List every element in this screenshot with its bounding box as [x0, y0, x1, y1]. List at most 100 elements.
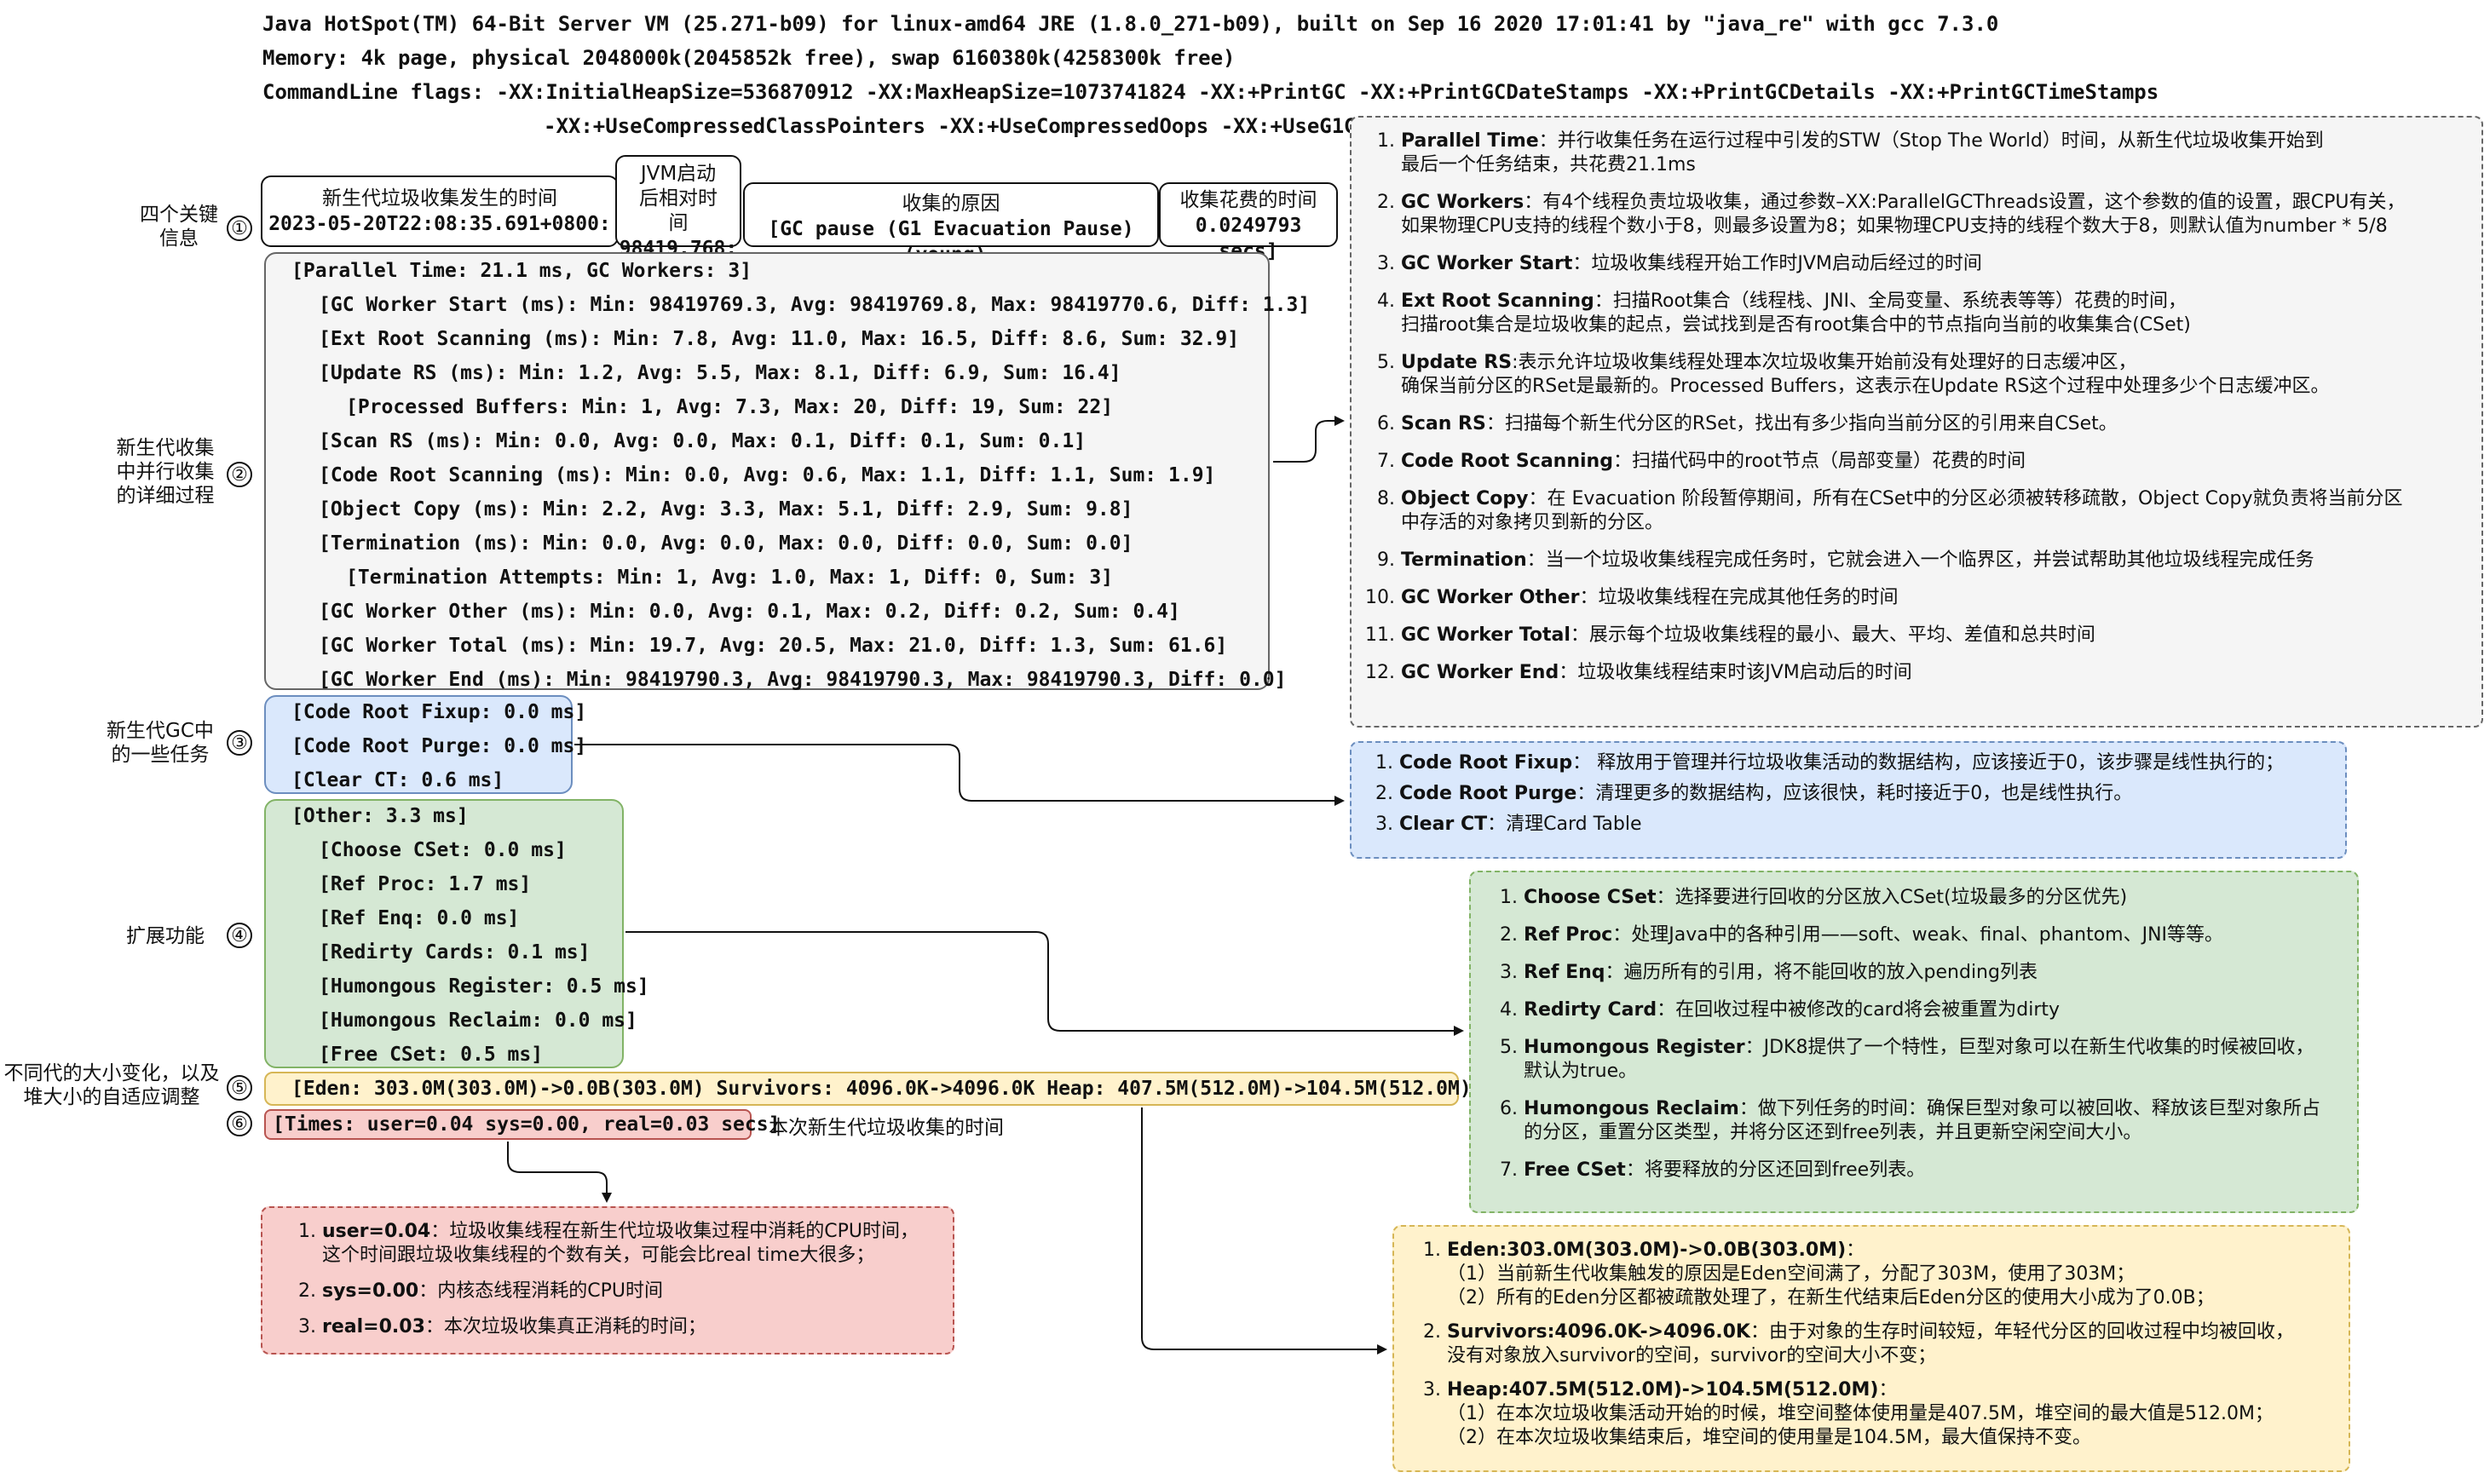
- note-term: Heap:407.5M(512.0M)->104.5M(512.0M): [1447, 1379, 1879, 1401]
- other-line: [Choose CSet: 0.0 ms]: [319, 839, 567, 861]
- header-line-1: Java HotSpot(TM) 64-Bit Server VM (25.27…: [262, 12, 1999, 36]
- note-item: user=0.04：垃圾收集线程在新生代垃圾收集过程中消耗的CPU时间， 这个时间…: [322, 1220, 953, 1268]
- key-info-cause: 收集的原因 [GC pause (G1 Evacuation Pause) (y…: [743, 182, 1159, 266]
- note-text: ：JDK8提供了一个特性，巨型对象可以在新生代收集的时候被回收，: [1744, 1037, 2314, 1058]
- note-item: real=0.03：本次垃圾收集真正消耗的时间；: [322, 1315, 953, 1339]
- note-text: ：遍历所有的引用，将不能回收的放入pending列表: [1605, 962, 2038, 983]
- key-info-duration: 收集花费的时间 0.0249793 secs]: [1159, 182, 1338, 262]
- header-line-4: -XX:+UseCompressedClassPointers -XX:+Use…: [544, 114, 1369, 138]
- note-item: GC Worker Start：垃圾收集线程开始工作时JVM启动后经过的时间: [1401, 252, 2481, 276]
- connector-other-to-notes: [625, 931, 1464, 1036]
- note-sub: （2）所有的Eden分区都被疏散处理了，在新生代结束后Eden分区的使用大小成为…: [1447, 1287, 2215, 1309]
- note-item: Free CSet：将要释放的分区还回到free列表。: [1524, 1159, 2357, 1182]
- note-term: user=0.04: [322, 1221, 431, 1242]
- note-item: Code Root Scanning：扫描代码中的root节点（局部变量）花费的…: [1401, 450, 2481, 474]
- note-term: Humongous Register: [1524, 1037, 1745, 1058]
- note-item: Code Root Purge：清理更多的数据结构，应该很快，耗时接近于0，也是…: [1399, 782, 2345, 806]
- other-line: [Humongous Reclaim: 0.0 ms]: [319, 1009, 637, 1032]
- other-line: [Redirty Cards: 0.1 ms]: [319, 941, 591, 963]
- note-text: ：: [1846, 1240, 1865, 1261]
- note-term: sys=0.00: [322, 1280, 419, 1302]
- note-term: Redirty Card: [1524, 999, 1657, 1021]
- note-item: GC Worker Other：垃圾收集线程在完成其他任务的时间: [1401, 586, 2481, 610]
- note-text-cont: 这个时间跟垃圾收集线程的个数有关，可能会比real time大很多；: [322, 1245, 875, 1266]
- section-number-4: ④: [227, 923, 252, 948]
- note-term: GC Worker Start: [1401, 253, 1573, 274]
- note-text: ：有4个线程负责垃圾收集，通过参数–XX:ParallelGCThreads设置…: [1524, 192, 2406, 213]
- note-text-cont: 最后一个任务结束，共花费21.1ms: [1401, 154, 1696, 175]
- parallel-line: [Processed Buffers: Min: 1, Avg: 7.3, Ma…: [346, 396, 1114, 418]
- note-item: Heap:407.5M(512.0M)->104.5M(512.0M)： （1）…: [1447, 1378, 2349, 1450]
- note-text: ：选择要进行回收的分区放入CSet(垃圾最多的分区优先): [1656, 887, 2128, 908]
- note-item: Ref Enq：遍历所有的引用，将不能回收的放入pending列表: [1524, 961, 2357, 985]
- note-item: GC Worker End：垃圾收集线程结束时该JVM启动后的时间: [1401, 661, 2481, 685]
- note-term: Update RS: [1401, 352, 1513, 373]
- note-term: Scan RS: [1401, 413, 1486, 434]
- note-sub: （1）当前新生代收集触发的原因是Eden空间满了，分配了303M，使用了303M…: [1447, 1263, 2136, 1285]
- note-text: ：: [1878, 1379, 1898, 1401]
- note-item: sys=0.00：内核态线程消耗的CPU时间: [322, 1280, 953, 1303]
- parallel-line: [Object Copy (ms): Min: 2.2, Avg: 3.3, M…: [319, 498, 1133, 521]
- note-item: GC Workers：有4个线程负责垃圾收集，通过参数–XX:ParallelG…: [1401, 191, 2481, 239]
- note-term: real=0.03: [322, 1316, 425, 1337]
- note-term: GC Worker End: [1401, 662, 1559, 683]
- section-label-2: 新生代收集中并行收集的详细过程: [116, 437, 215, 507]
- parallel-line: [GC Worker Other (ms): Min: 0.0, Avg: 0.…: [319, 601, 1180, 623]
- note-term: Free CSet: [1524, 1159, 1626, 1181]
- note-text: ：扫描Root集合（线程栈、JNI、全局变量、系统表等等）花费的时间，: [1594, 290, 2187, 312]
- section-number-2: ②: [227, 462, 252, 487]
- note-text: ：清理Card Table: [1487, 814, 1642, 835]
- other-line: [Free CSet: 0.5 ms]: [319, 1044, 544, 1066]
- task-line: [Code Root Fixup: 0.0 ms]: [291, 701, 587, 723]
- parallel-line: [Update RS (ms): Min: 1.2, Avg: 5.5, Max…: [319, 362, 1121, 384]
- note-term: Survivors:4096.0K->4096.0K: [1447, 1321, 1750, 1343]
- note-term: Code Root Scanning: [1401, 451, 1613, 472]
- parallel-line: [GC Worker Total (ms): Min: 19.7, Avg: 2…: [319, 635, 1228, 657]
- section-number-1: ①: [227, 216, 252, 241]
- parallel-line: [Termination (ms): Min: 0.0, Avg: 0.0, M…: [319, 532, 1133, 555]
- note-item: GC Worker Total：展示每个垃圾收集线程的最小、最大、平均、差值和总…: [1401, 624, 2481, 647]
- note-term: Humongous Reclaim: [1524, 1098, 1739, 1119]
- note-text: :表示允许垃圾收集线程处理本次垃圾收集开始前没有处理好的日志缓冲区，: [1512, 352, 2137, 373]
- note-item: Clear CT：清理Card Table: [1399, 813, 2345, 837]
- note-item: Survivors:4096.0K->4096.0K：由于对象的生存时间较短，年…: [1447, 1320, 2349, 1368]
- note-sub: （2）在本次垃圾收集结束后，堆空间的使用量是104.5M，最大值保持不变。: [1447, 1427, 2091, 1448]
- section-label-1: 四个关键信息: [140, 204, 218, 250]
- section-number-3: ③: [227, 730, 252, 756]
- note-text: ：在 Evacuation 阶段暂停期间，所有在CSet中的分区必须被转移疏散，…: [1528, 488, 2403, 509]
- parallel-notes: Parallel Time：并行收集任务在运行过程中引发的STW（Stop Th…: [1350, 116, 2483, 728]
- parallel-line: [GC Worker End (ms): Min: 98419790.3, Av…: [319, 669, 1287, 691]
- note-text: ：内核态线程消耗的CPU时间: [418, 1280, 663, 1302]
- note-text: ：清理更多的数据结构，应该很快，耗时接近于0，也是线性执行。: [1576, 783, 2133, 804]
- note-text: ：展示每个垃圾收集线程的最小、最大、平均、差值和总共时间: [1570, 624, 2095, 646]
- note-item: Termination：当一个垃圾收集线程完成任务时，它就会进入一个临界区，并尝…: [1401, 549, 2481, 572]
- section-number-6: ⑥: [227, 1111, 252, 1136]
- note-term: Choose CSet: [1524, 887, 1657, 908]
- section-number-5: ⑤: [227, 1075, 252, 1101]
- tasks-notes: Code Root Fixup： 释放用于管理并行垃圾收集活动的数据结构，应该接…: [1350, 741, 2347, 859]
- times-caption: 本次新生代垃圾收集的时间: [769, 1117, 1004, 1139]
- note-text: ：在回收过程中被修改的card将会被重置为dirty: [1657, 999, 2061, 1021]
- note-text-cont: 的分区，重置分区类型，并将分区还到free列表，并且更新空闲空间大小。: [1524, 1122, 2142, 1143]
- key-info-title: JVM启动后相对时间: [639, 163, 718, 234]
- times-notes: user=0.04：垃圾收集线程在新生代垃圾收集过程中消耗的CPU时间， 这个时间…: [261, 1206, 954, 1355]
- note-term: GC Worker Other: [1401, 587, 1580, 608]
- connector-parallel-to-notes: [1273, 416, 1345, 463]
- note-term: Parallel Time: [1401, 130, 1539, 152]
- note-text: ：并行收集任务在运行过程中引发的STW（Stop The World）时间，从新…: [1538, 130, 2324, 152]
- note-term: Code Root Fixup: [1399, 752, 1573, 774]
- task-line: [Clear CT: 0.6 ms]: [291, 769, 504, 791]
- note-text: ：垃圾收集线程在新生代垃圾收集过程中消耗的CPU时间，: [430, 1221, 919, 1242]
- note-text: ：本次垃圾收集真正消耗的时间；: [424, 1316, 706, 1337]
- note-term: Code Root Purge: [1399, 783, 1577, 804]
- note-item: Code Root Fixup： 释放用于管理并行垃圾收集活动的数据结构，应该接…: [1399, 751, 2345, 775]
- note-item: Ext Root Scanning：扫描Root集合（线程栈、JNI、全局变量、…: [1401, 290, 2481, 337]
- key-info-title: 新生代垃圾收集发生的时间: [322, 187, 557, 210]
- note-term: Clear CT: [1399, 814, 1488, 835]
- header-line-2: Memory: 4k page, physical 2048000k(20458…: [262, 46, 1236, 70]
- note-item: Object Copy：在 Evacuation 阶段暂停期间，所有在CSet中…: [1401, 487, 2481, 535]
- note-text-cont: 默认为true。: [1524, 1061, 1638, 1082]
- other-phase-panel: [Other: 3.3 ms] [Choose CSet: 0.0 ms] [R…: [264, 799, 649, 1068]
- note-term: Ref Enq: [1524, 962, 1605, 983]
